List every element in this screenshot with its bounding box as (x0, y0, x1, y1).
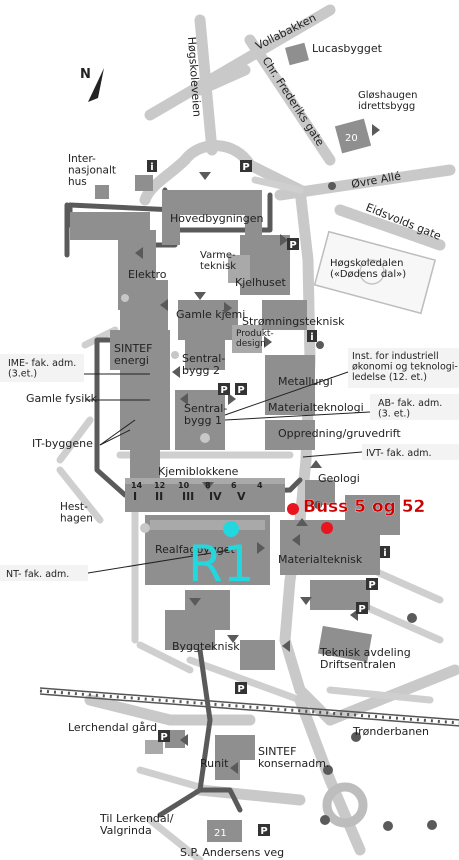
bus-stop-markers: Buss 5 og 52 (287, 497, 426, 534)
railway (39, 687, 459, 727)
parking-icon: P (237, 684, 244, 695)
direction-arrows (135, 124, 380, 774)
parking-icon: P (358, 604, 365, 615)
label-ab-adm: AB- fak. adm.(3. et.) (378, 398, 442, 420)
info-symbols: i i i (147, 160, 390, 559)
block-number: 12 (154, 481, 165, 490)
parking-symbols: P P P P P P P P P (158, 160, 378, 837)
label-gamle-fysikk: Gamle fysikk (26, 392, 98, 405)
label-oppredning: Oppredning/gruvedrift (278, 427, 401, 440)
label-runit: Runit (200, 757, 229, 770)
label-sentralbygg-1: Sentral-bygg 1 (184, 402, 227, 427)
label-hovedbygningen: Hovedbygningen (170, 212, 263, 225)
label-lerchendal-gard: Lerchendal gård (68, 721, 157, 734)
street-label-sp-andersens-veg: S.P. Andersens veg (180, 846, 284, 859)
street-label-tronderbanen: Trønderbanen (352, 725, 429, 738)
chem-block-label: II (155, 490, 163, 503)
label-stromningsteknisk: Strømningsteknisk (242, 315, 345, 328)
street-label-vollabakken: Vollabakken (253, 11, 318, 53)
road-network (56, 4, 459, 860)
label-nt-adm: NT- fak. adm. (6, 569, 69, 580)
label-it-byggene: IT-byggene (32, 437, 93, 450)
chemistry-blocks: I II III IV V 14 12 10 8 6 4 (131, 481, 263, 503)
label-geologi: Geologi (318, 472, 360, 485)
parking-icon: P (289, 240, 296, 251)
block-number: 6 (231, 481, 237, 490)
north-arrow: N (80, 67, 104, 102)
roundabout (322, 782, 368, 828)
parking-icon: P (260, 826, 267, 837)
street-label-til-lerkendal: Til Lerkendal/Valgrinda (99, 812, 174, 837)
label-sentralbygg-2: Sentral-bygg 2 (182, 352, 225, 377)
parking-icon: P (242, 162, 249, 173)
hogskoledalen-field (313, 230, 437, 315)
room-marker-label: R1 (188, 535, 255, 593)
block-number: 4 (257, 481, 263, 490)
bus-stop-dot (287, 503, 299, 515)
bus-label: Buss 5 og 52 (303, 497, 425, 517)
info-icon: i (383, 548, 386, 559)
label-building-20: 20 (345, 133, 358, 144)
label-hesthagen: Hest-hagen (60, 501, 93, 525)
label-materialteknologi: Materialteknologi (268, 401, 364, 414)
tree-markers (121, 182, 437, 831)
parking-icon: P (237, 385, 244, 396)
parking-icon: P (220, 385, 227, 396)
label-elektro: Elektro (128, 268, 167, 281)
block-number: 10 (178, 481, 190, 490)
room-marker: R1 (188, 521, 255, 593)
label-varmeteknisk: Varme-teknisk (200, 250, 236, 272)
label-byggteknisk: Byggteknisk (172, 640, 240, 653)
street-label-hogskoleveien: Høgskoleveien (185, 36, 204, 117)
buildings (70, 42, 400, 842)
label-metallurgi: Metallurgi (278, 375, 333, 388)
block-number: 14 (131, 481, 143, 490)
label-building-21: 21 (214, 828, 227, 839)
chem-block-label: III (182, 490, 194, 503)
label-lucasbygget: Lucasbygget (312, 42, 383, 55)
chem-block-label: IV (209, 490, 222, 503)
chem-block-label: V (237, 490, 246, 503)
street-label-ovre-alle: Øvre Allé (350, 169, 402, 191)
info-icon: i (310, 332, 313, 343)
block-number: 8 (205, 481, 211, 490)
label-produktdesign: Produkt-design (236, 329, 274, 349)
admin-labels: IME- fak. adm.(3.et.) Inst. for industri… (0, 348, 459, 581)
parking-icon: P (368, 580, 375, 591)
label-gamle-kjemi: Gamle kjemi (176, 308, 245, 321)
label-ime-adm: IME- fak. adm.(3.et.) (8, 358, 76, 380)
label-materialteknisk: Materialteknisk (278, 553, 363, 566)
label-hogskoledalen: Høgskoledalen(«Dødens dal») (330, 258, 406, 280)
label-kjemiblokkene: Kjemiblokkene (158, 465, 239, 478)
chem-block-label: I (133, 490, 137, 503)
label-ivt-adm: IVT- fak. adm. (366, 448, 432, 459)
info-icon: i (150, 162, 153, 173)
street-label-chr-frederiks-gate: Chr. Frederiks gate (259, 55, 326, 149)
bus-stop-dot (321, 522, 333, 534)
room-marker-dot (223, 521, 239, 537)
north-arrow-label: N (80, 67, 91, 82)
label-kjelhuset: Kjelhuset (235, 276, 287, 289)
parking-icon: P (160, 732, 167, 743)
